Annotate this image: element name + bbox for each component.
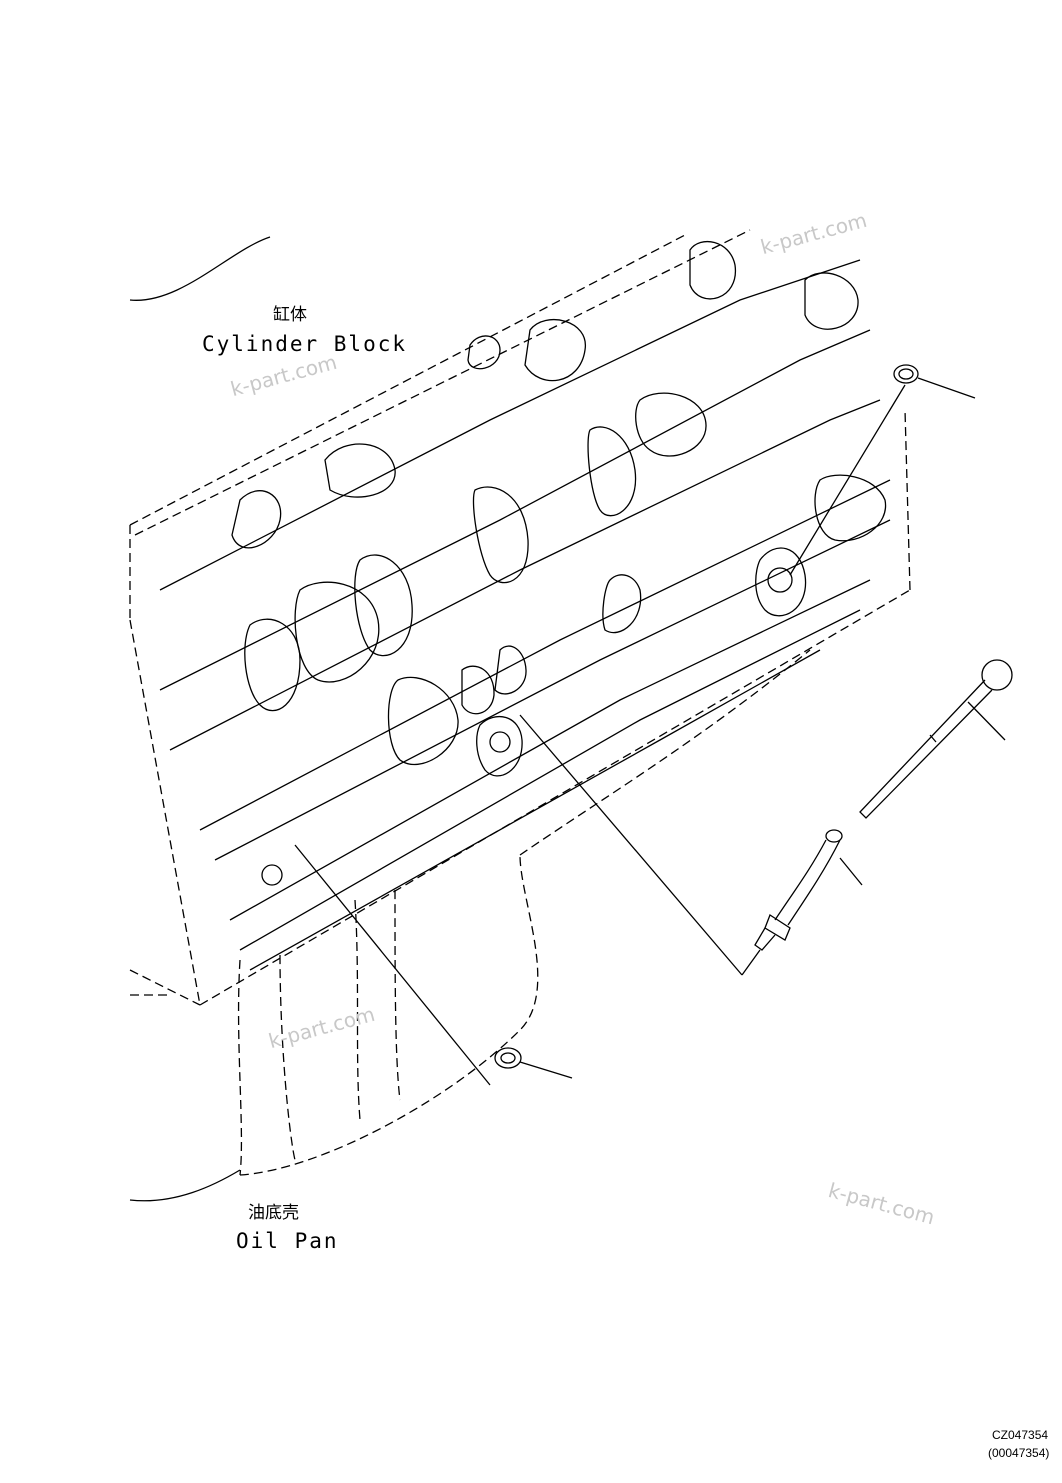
cylinder-block-label: Cylinder Block bbox=[202, 332, 408, 356]
cylinder-block-label-cn: 缸体 bbox=[273, 305, 307, 325]
edge-curve-bottom bbox=[129, 1169, 241, 1202]
edge-curve-top bbox=[129, 236, 271, 301]
oil-pan-label: Oil Pan bbox=[236, 1229, 339, 1253]
drain-port bbox=[261, 864, 283, 886]
leader-line-tube-2 bbox=[500, 740, 742, 975]
lower-plug bbox=[294, 844, 573, 1086]
oil-pan-label-cn: 油底壳 bbox=[248, 1203, 299, 1223]
leader-line-tube bbox=[519, 714, 743, 976]
drawing-code: CZ047354 bbox=[992, 1428, 1049, 1442]
dipstick-gauge bbox=[859, 659, 1013, 819]
dipstick-port-upper bbox=[767, 567, 793, 593]
drawing-code-secondary: (00047354) bbox=[988, 1446, 1050, 1460]
dipstick-tube bbox=[741, 829, 863, 976]
cylinder-bosses bbox=[231, 241, 887, 766]
upper-plug bbox=[789, 364, 976, 576]
cylinder-block-outline bbox=[129, 229, 911, 1006]
dipstick-port-lower bbox=[489, 731, 511, 753]
block-rails bbox=[159, 259, 891, 971]
oil-pan-outline bbox=[237, 649, 811, 1176]
